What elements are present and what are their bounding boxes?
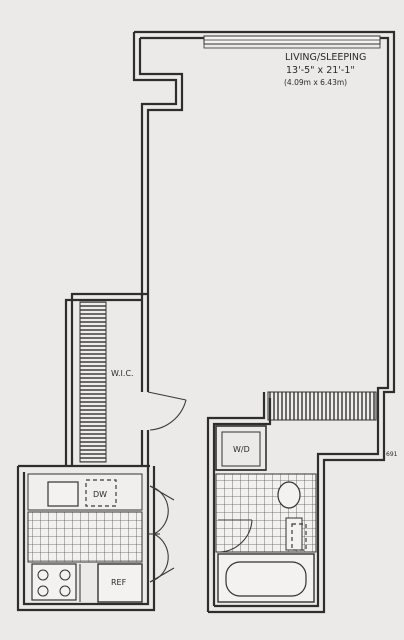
bathroom-door [218, 519, 253, 553]
outer-walls [16, 30, 396, 614]
toilet [277, 481, 301, 509]
dishwasher-label: DW [93, 490, 107, 499]
kitchen [27, 473, 143, 603]
closet-name: W.I.C. [111, 369, 134, 378]
living-room-dims-metric: (4.09m x 6.43m) [284, 78, 347, 87]
bathtub [217, 553, 315, 603]
page-mark: 691 [386, 451, 398, 458]
kitchen-doors [148, 485, 175, 583]
living-room-dims-imperial: 13'-5" x 21'-1" [286, 65, 355, 76]
washer-dryer-closet [215, 425, 267, 471]
living-room-name: LIVING/SLEEPING [285, 52, 366, 63]
radiator-hatch [267, 391, 377, 421]
sink [285, 517, 307, 551]
living-sleeping-room [150, 46, 386, 386]
bathroom-block [206, 392, 272, 612]
window [203, 35, 381, 49]
washer-dryer-label: W/D [233, 445, 250, 454]
walk-in-closet [79, 300, 150, 472]
closet-door [147, 391, 187, 431]
refrigerator-label: REF [111, 578, 127, 587]
